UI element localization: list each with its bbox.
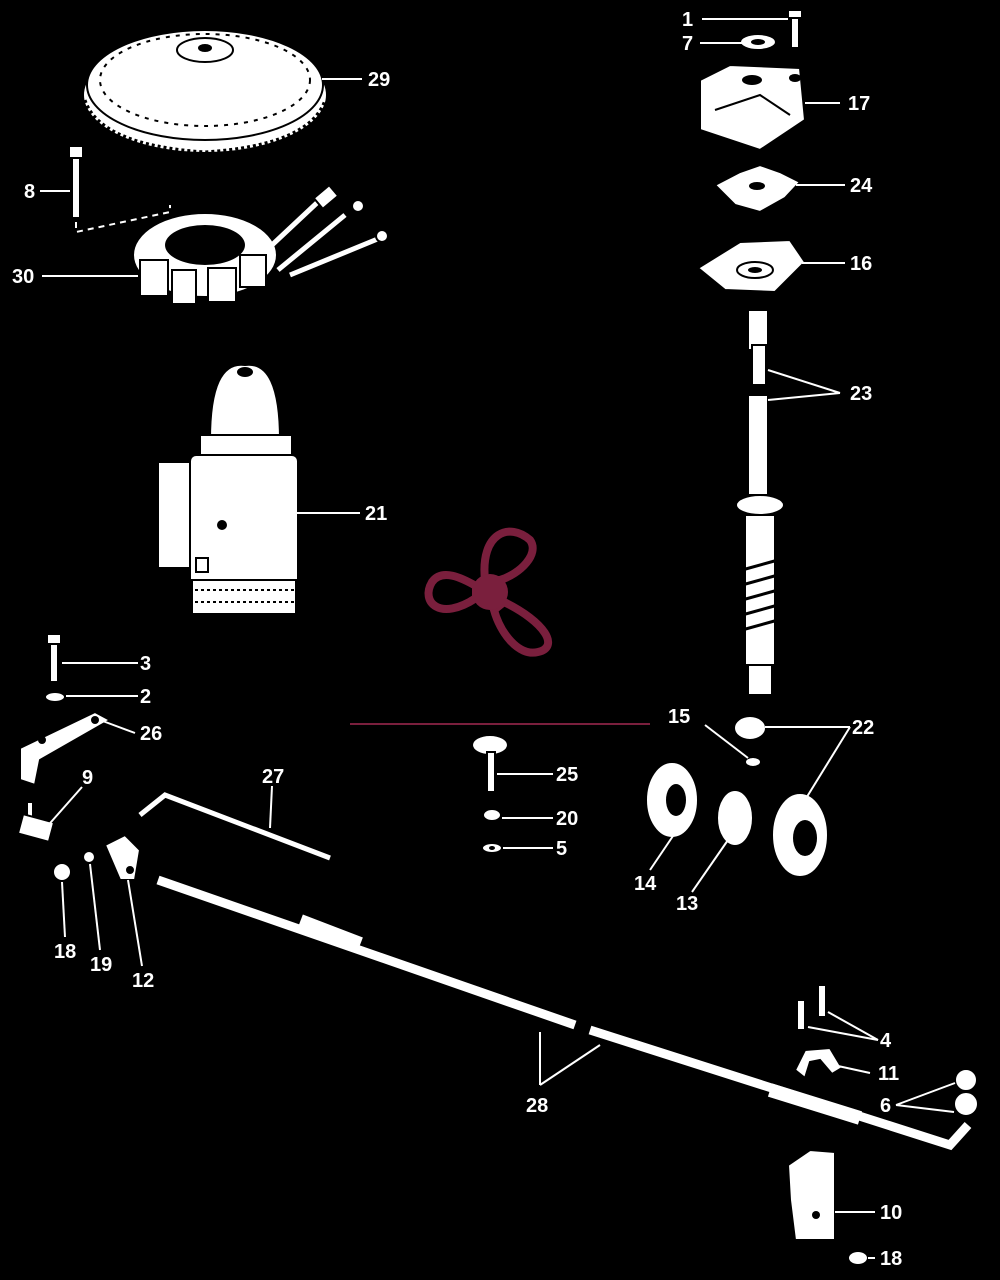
callout-4: 4 [880,1030,892,1052]
callout-12: 12 [132,970,154,992]
leader-lines [40,18,956,1259]
callout-16: 16 [850,253,872,275]
cable-end-parts [786,984,979,1266]
drive-shaft-part [735,309,785,696]
callout-19: 19 [90,954,112,976]
callout-27: 27 [262,766,284,788]
callout-20: 20 [556,808,578,830]
callout-2: 2 [140,686,151,708]
callout-14: 14 [634,873,657,895]
flywheel-part [82,29,328,154]
pump-housing-part [699,9,807,152]
callout-3: 3 [140,653,151,675]
callout-13: 13 [676,893,698,915]
callout-28: 28 [526,1095,548,1117]
linkage-small-parts [16,801,142,882]
callout-22: 22 [852,717,874,739]
callout-8: 8 [24,181,35,203]
callout-18b: 18 [880,1248,902,1270]
callout-6: 6 [880,1095,891,1117]
pump-plate-part [696,238,807,294]
callout-1: 1 [682,9,693,31]
callout-18: 18 [54,941,76,963]
callout-25: 25 [556,764,578,786]
callout-7: 7 [682,33,693,55]
callout-29: 29 [368,69,390,91]
callout-10: 10 [880,1202,902,1224]
stator-part [132,183,389,305]
bolt-part [68,145,171,234]
callout-24: 24 [850,175,873,197]
gear-set-part [645,715,829,878]
callout-23: 23 [850,383,872,405]
callout-30: 30 [12,266,34,288]
propeller-icon [424,527,553,657]
shift-rod-part [138,792,331,861]
callout-11: 11 [878,1063,899,1085]
callout-labels: 1 7 17 24 16 23 29 8 30 21 3 2 26 9 27 2… [12,9,902,1270]
callout-5: 5 [556,838,567,860]
lever-assembly-part [19,633,113,787]
control-cable-part [156,875,972,1151]
callout-17: 17 [848,93,870,115]
callout-9: 9 [82,767,93,789]
starter-motor-part [157,363,299,615]
callout-21: 21 [365,503,387,525]
knob-part [471,734,509,854]
impeller-part [713,163,802,214]
callout-15: 15 [668,706,690,728]
callout-26: 26 [140,723,162,745]
